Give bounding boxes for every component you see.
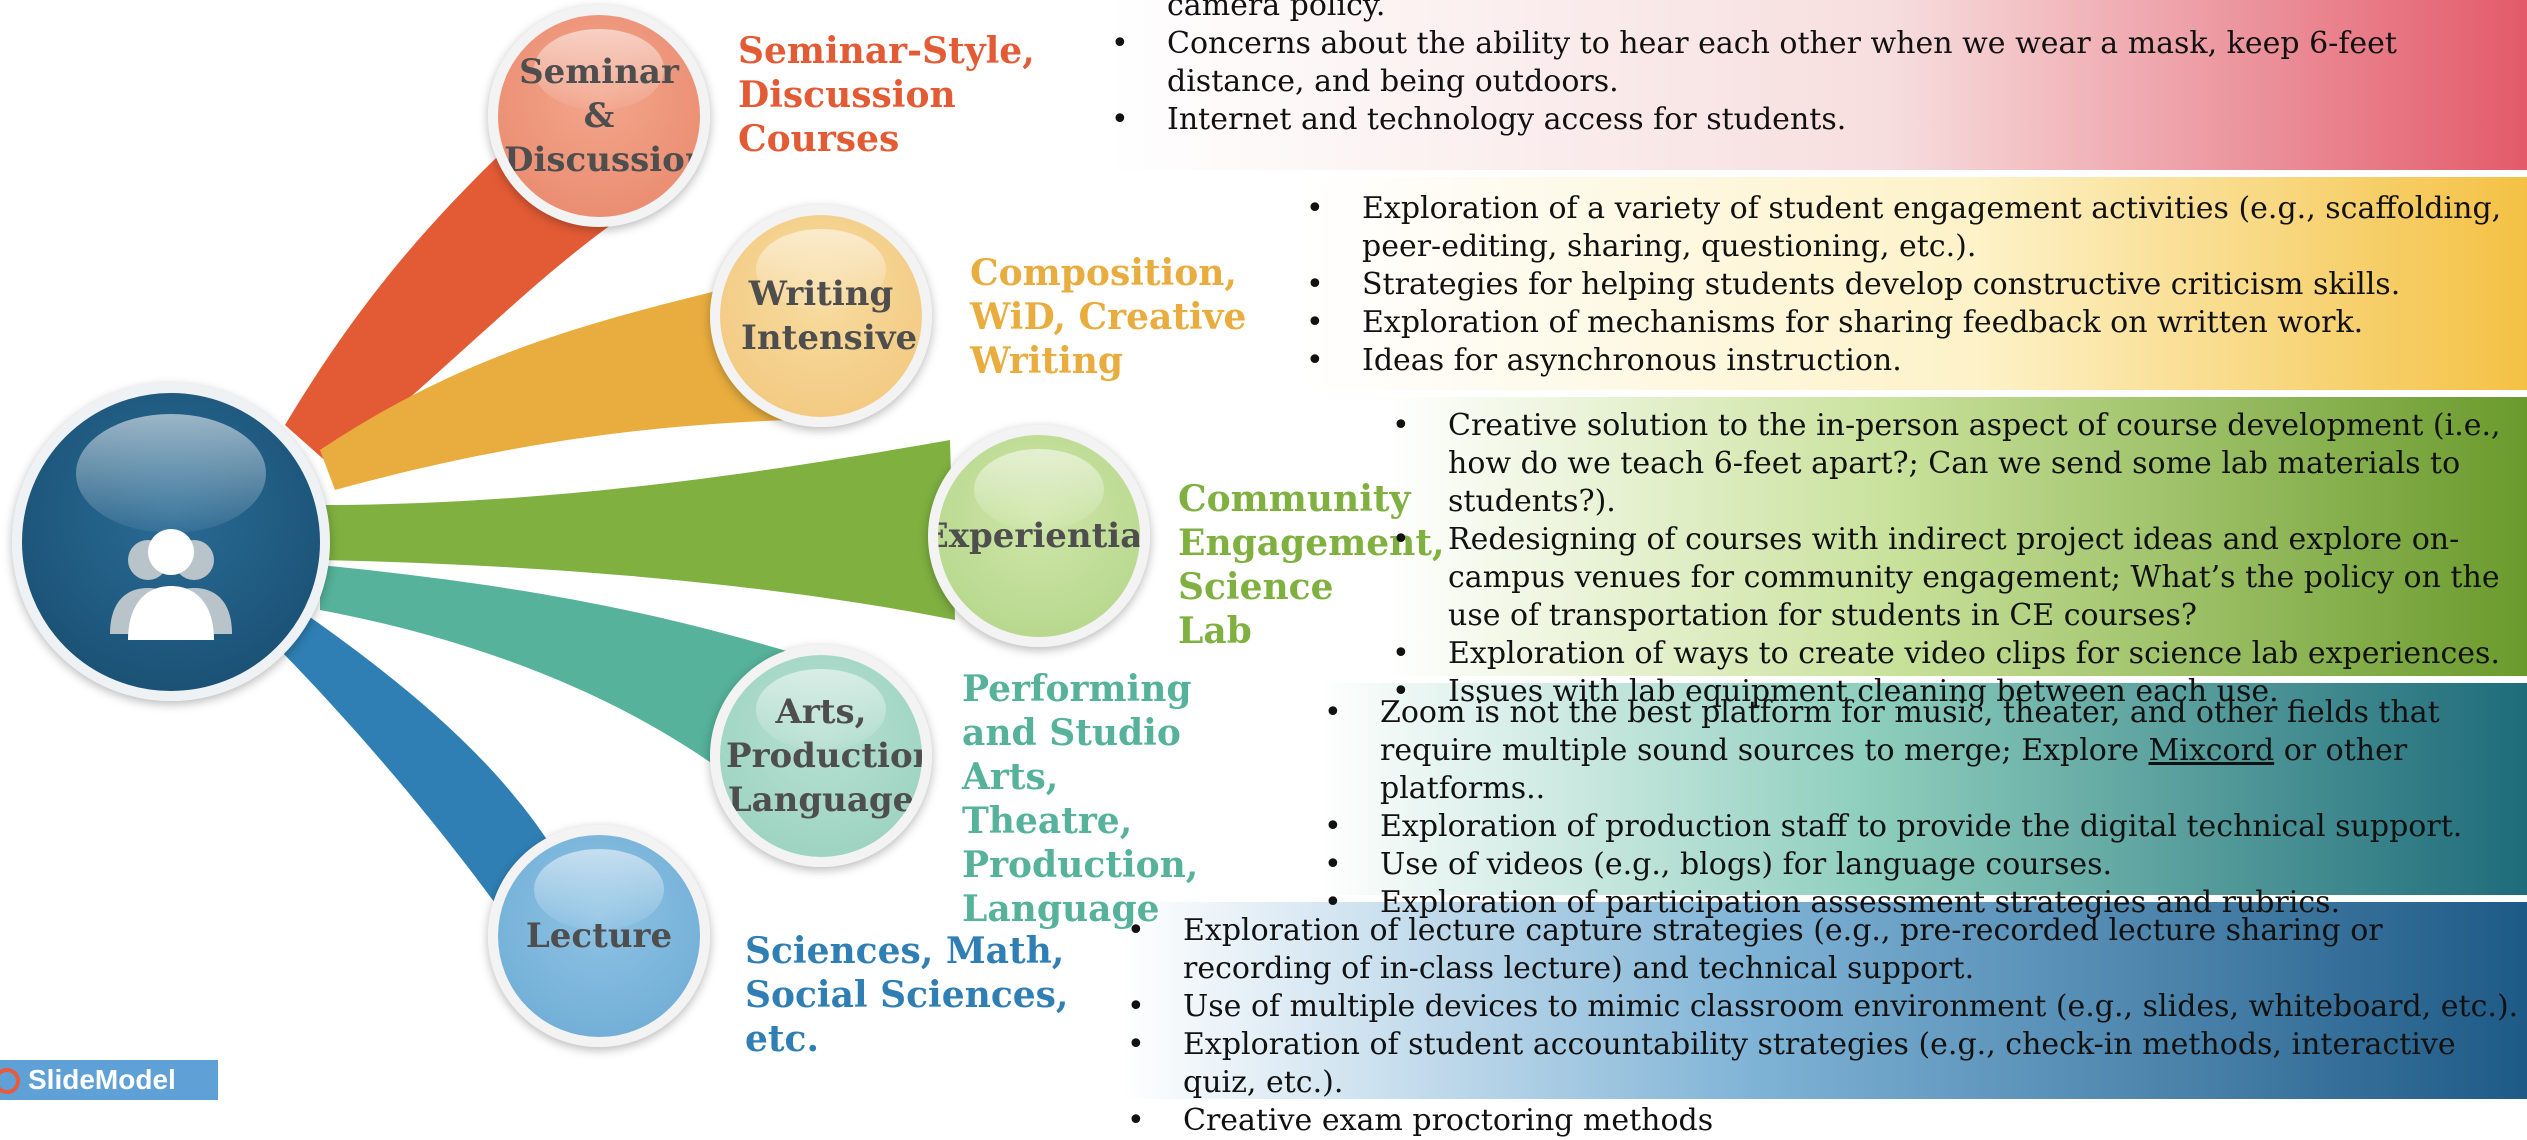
list-item: Exploration of a variety of student enga… bbox=[1302, 190, 2519, 266]
list-item: Creative exam proctoring methods bbox=[1123, 1102, 2519, 1140]
list-item: camera policy. bbox=[1167, 0, 1386, 23]
circle-arts: Arts, Production, Language bbox=[710, 645, 932, 867]
bullet-list-lecture: Exploration of lecture capture strategie… bbox=[1123, 912, 2519, 1140]
circle-label-writing: Writing Intensive bbox=[741, 273, 918, 358]
panel-experiential: Creative solution to the in-person aspec… bbox=[1388, 407, 2527, 711]
users-icon bbox=[110, 529, 232, 640]
list-item: Exploration of mechanisms for sharing fe… bbox=[1302, 304, 2519, 342]
mixcord-link[interactable]: Mixcord bbox=[2148, 733, 2275, 768]
list-item: Redesigning of courses with indirect pro… bbox=[1388, 521, 2519, 635]
circle-label-experiential: Experiential bbox=[928, 515, 1150, 556]
ray-experiential bbox=[320, 440, 955, 620]
circle-lecture: Lecture bbox=[488, 825, 710, 1047]
list-item: Internet and technology access for stude… bbox=[1107, 101, 2519, 139]
list-item: Use of multiple devices to mimic classro… bbox=[1123, 988, 2519, 1026]
category-experiential: Community Engagement, Science Lab bbox=[1178, 478, 1445, 652]
category-arts: Performing and Studio Arts, Theatre, Pro… bbox=[962, 668, 1199, 930]
list-item: Use of videos (e.g., blogs) for language… bbox=[1320, 846, 2519, 884]
circle-label-lecture: Lecture bbox=[525, 915, 673, 956]
list-item: Strategies for helping students develop … bbox=[1302, 266, 2519, 304]
category-writing: Composition, WiD, Creative Writing bbox=[970, 252, 1247, 382]
circle-experiential: Experiential bbox=[928, 425, 1150, 647]
category-lecture: Sciences, Math, Social Sciences, etc. bbox=[745, 930, 1069, 1060]
circle-seminar: Seminar & Discussion bbox=[488, 5, 710, 227]
list-item: Exploration of student accountability st… bbox=[1123, 1026, 2519, 1102]
list-item: Creative solution to the in-person aspec… bbox=[1388, 407, 2519, 521]
bullet-list-seminar: camera policy. Concerns about the abilit… bbox=[1107, 0, 2519, 139]
circle-label-seminar: Seminar & Discussion bbox=[504, 51, 710, 181]
panel-lecture: Exploration of lecture capture strategie… bbox=[1123, 912, 2527, 1140]
circle-writing: Writing Intensive bbox=[710, 205, 932, 427]
ray-writing bbox=[320, 285, 790, 490]
bullet-list-arts: Zoom is not the best platform for music,… bbox=[1320, 694, 2519, 922]
ray-lecture bbox=[270, 610, 560, 910]
ray-arts bbox=[320, 565, 800, 800]
circle-label-arts: Arts, Production, Language bbox=[726, 691, 932, 821]
bullet-list-experiential: Creative solution to the in-person aspec… bbox=[1388, 407, 2519, 711]
center-circle bbox=[12, 383, 330, 701]
list-item: Ideas for asynchronous instruction. bbox=[1302, 342, 2519, 380]
ray-seminar bbox=[285, 135, 640, 465]
bullet-list-writing: Exploration of a variety of student enga… bbox=[1302, 190, 2519, 380]
slidemodel-logo: SlideModel bbox=[0, 1060, 218, 1100]
list-item: Exploration of ways to create video clip… bbox=[1388, 635, 2519, 673]
panel-arts: Zoom is not the best platform for music,… bbox=[1320, 694, 2527, 922]
list-item: Exploration of production staff to provi… bbox=[1320, 808, 2519, 846]
panel-seminar: camera policy. Concerns about the abilit… bbox=[1107, 0, 2527, 139]
list-item: Zoom is not the best platform for music,… bbox=[1320, 694, 2519, 808]
category-seminar: Seminar-Style, Discussion Courses bbox=[738, 30, 1035, 160]
list-item: Concerns about the ability to hear each … bbox=[1107, 25, 2519, 101]
panel-writing: Exploration of a variety of student enga… bbox=[1302, 190, 2527, 380]
list-item: Exploration of lecture capture strategie… bbox=[1123, 912, 2519, 988]
